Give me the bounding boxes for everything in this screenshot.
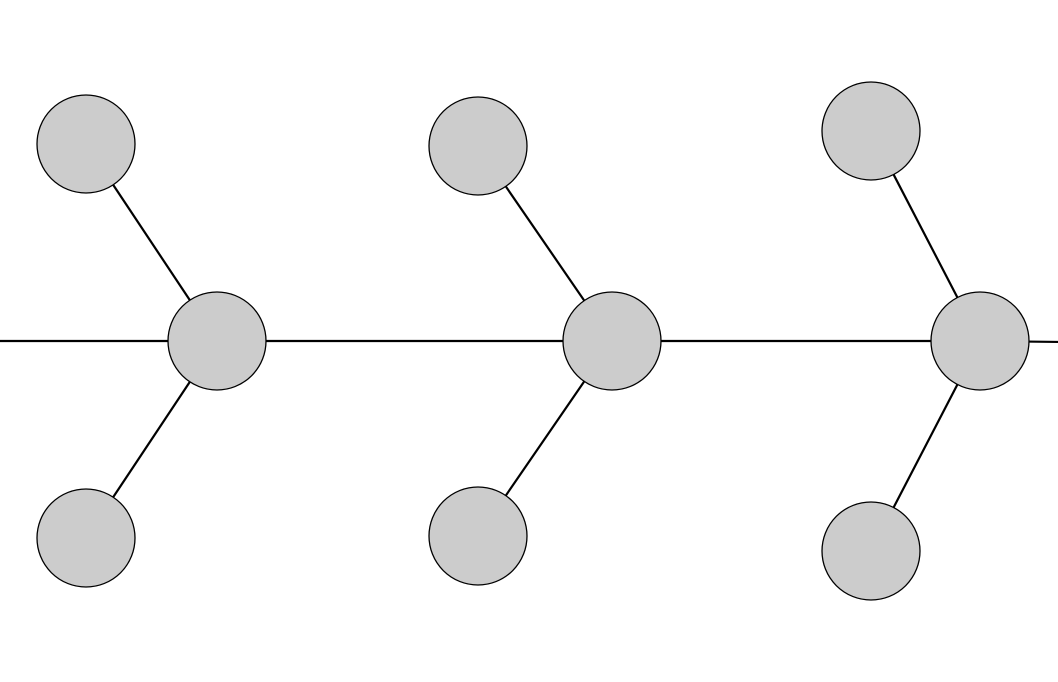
hub-3-node — [930, 291, 1030, 391]
hub-1-leaf-up-node — [36, 94, 136, 194]
hub-2-leaf-down-node — [428, 486, 528, 586]
hub-1-leaf-down-node — [36, 488, 136, 588]
hub-3-leaf-up-node — [821, 81, 921, 181]
hub-1-node — [167, 291, 267, 391]
hub-3-leaf-down-node — [821, 501, 921, 601]
edges-layer — [0, 130, 1058, 552]
hub-2-node — [562, 291, 662, 391]
nodes-layer — [36, 81, 1030, 601]
hub-2-leaf-up-node — [428, 96, 528, 196]
